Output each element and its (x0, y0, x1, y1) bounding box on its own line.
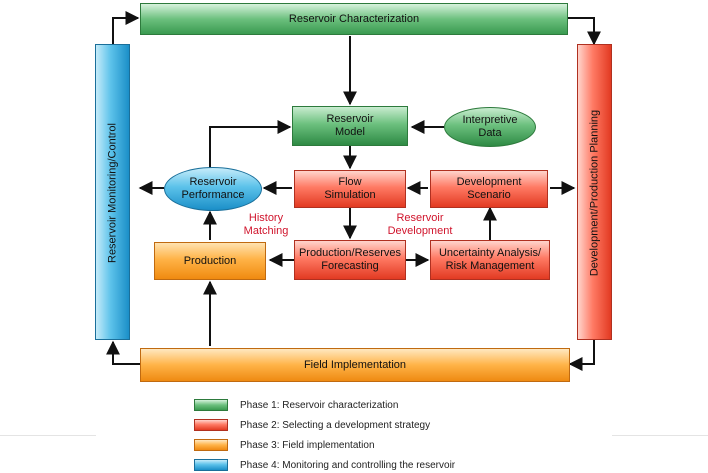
arrow-monitoring-to-characterization (112, 11, 140, 44)
node-development-scenario: Development Scenario (430, 170, 548, 208)
phase-reservoir-characterization: Reservoir Characterization (140, 3, 568, 35)
legend-label: Phase 4: Monitoring and controlling the … (240, 459, 456, 471)
legend-item: Phase 1: Reservoir characterization (194, 398, 398, 412)
phase-development-planning-label: Development/Production Planning (588, 109, 601, 277)
legend-swatch-phase4 (194, 459, 228, 471)
phase-reservoir-characterization-label: Reservoir Characterization (288, 12, 420, 25)
phase-field-implementation: Field Implementation (140, 348, 570, 382)
legend-swatch-phase2 (194, 419, 228, 431)
node-reservoir-performance: Reservoir Performance (164, 167, 262, 211)
legend-label: Phase 2: Selecting a development strateg… (240, 419, 431, 431)
node-reservoir-model: Reservoir Model (292, 106, 408, 146)
legend-item: Phase 2: Selecting a development strateg… (194, 418, 430, 432)
legend-label: Phase 3: Field implementation (240, 439, 375, 451)
phase-field-implementation-label: Field Implementation (303, 358, 407, 371)
legend-swatch-phase1 (194, 399, 228, 411)
legend-item: Phase 3: Field implementation (194, 438, 375, 452)
node-flow-simulation: Flow Simulation (294, 170, 406, 208)
node-production: Production (154, 242, 266, 280)
phase-development-planning: Development/Production Planning (577, 44, 612, 340)
legend-swatch-phase3 (194, 439, 228, 451)
arrow-performance-to-model (209, 120, 292, 168)
arrow-planning-to-implementation (568, 340, 595, 371)
arrow-characterization-to-planning (568, 17, 601, 46)
node-production-forecasting: Production/Reserves Forecasting (294, 240, 406, 280)
phase-monitoring-control-label: Reservoir Monitoring/Control (106, 123, 119, 263)
annotation-history-matching: History Matching (243, 212, 289, 237)
arrow-implementation-to-monitoring (106, 340, 140, 365)
divider-right (612, 435, 708, 436)
annotation-reservoir-development: Reservoir Development (387, 212, 453, 237)
divider-left (0, 435, 96, 436)
legend-item: Phase 4: Monitoring and controlling the … (194, 458, 455, 472)
node-interpretive-data: Interpretive Data (444, 107, 536, 147)
node-uncertainty-analysis: Uncertainty Analysis/ Risk Management (430, 240, 550, 280)
phase-monitoring-control: Reservoir Monitoring/Control (95, 44, 130, 340)
legend-label: Phase 1: Reservoir characterization (240, 399, 399, 411)
